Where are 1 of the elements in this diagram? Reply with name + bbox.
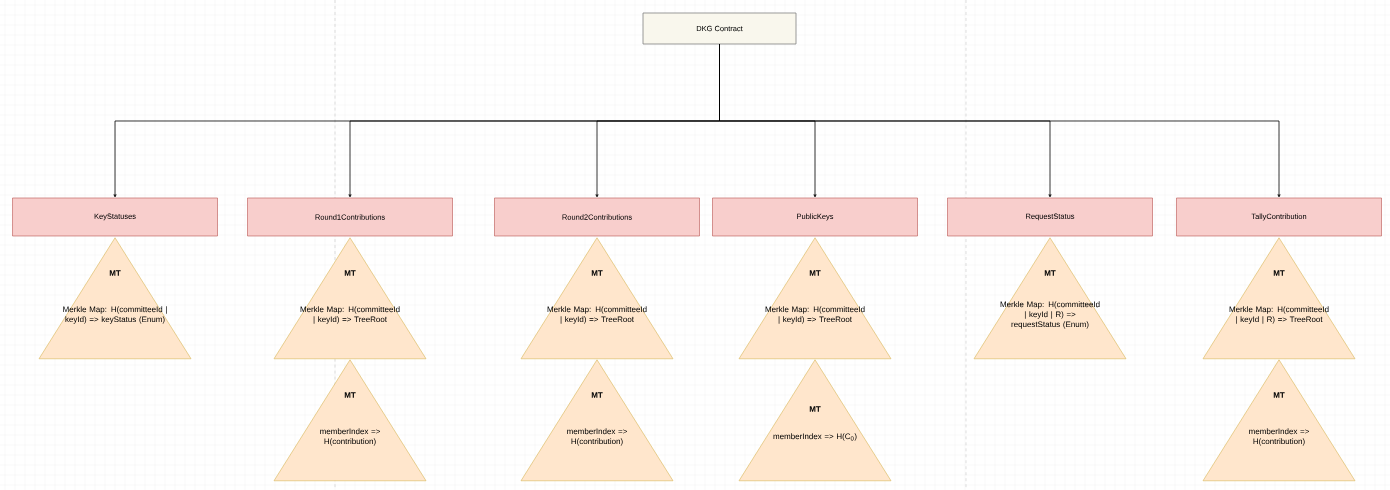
arrow — [719, 44, 1281, 198]
